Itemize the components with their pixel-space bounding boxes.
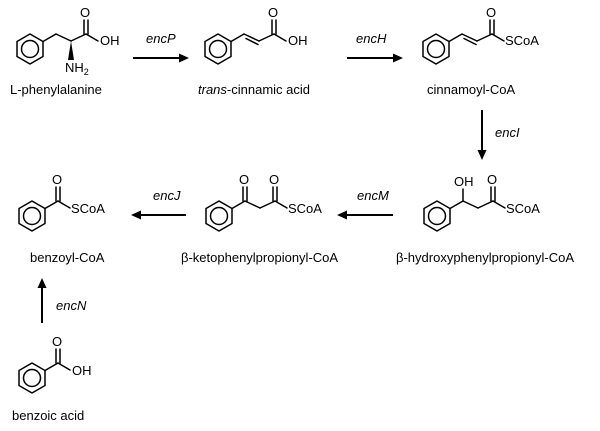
enzyme-label-encP: encP	[146, 31, 176, 46]
carbonyl-oxygen-label: O	[239, 172, 249, 187]
arrow-encM	[337, 210, 393, 220]
compound-label-cinnamoyl-coa: cinnamoyl-CoA	[427, 82, 515, 97]
hydroxyl-label: OH	[100, 33, 120, 48]
carbonyl-oxygen-label: O	[52, 334, 62, 349]
amine-label: NH2	[65, 60, 89, 77]
beta-hydroxyphenylpropionyl-coa-structure: OH O SCoA	[423, 172, 540, 232]
enzyme-label-encH: encH	[356, 31, 387, 46]
cinnamoyl-coa-structure: O SCoA	[422, 5, 539, 65]
arrow-encP	[133, 53, 189, 63]
carbonyl-oxygen-label: O	[52, 172, 62, 187]
scoa-label: SCoA	[506, 201, 540, 216]
compound-label-benzoyl-coa: benzoyl-CoA	[30, 250, 105, 265]
enzyme-label-encM: encM	[357, 188, 389, 203]
benzoyl-coa-structure: O SCoA	[18, 172, 105, 232]
carbonyl-oxygen-label: O	[487, 172, 497, 187]
scoa-label: SCoA	[71, 201, 105, 216]
compound-label-trans-cinnamic-acid: trans-cinnamic acid	[198, 82, 310, 97]
hydroxyl-label: OH	[288, 33, 308, 48]
enzyme-label-encI: encI	[495, 125, 520, 140]
hydroxyl-label: OH	[454, 174, 474, 189]
enzyme-label-encJ: encJ	[153, 188, 181, 203]
carbonyl-oxygen-label: O	[486, 5, 496, 20]
compound-label-benzoic-acid: benzoic acid	[12, 408, 84, 423]
arrow-encI	[477, 110, 487, 160]
compound-label-beta-ketophenylpropionyl-coa: β-ketophenylpropionyl-CoA	[181, 250, 338, 265]
scoa-label: SCoA	[505, 33, 539, 48]
carbonyl-oxygen-label: O	[80, 5, 90, 20]
trans-cinnamic-acid-structure: O OH	[204, 5, 308, 65]
hydroxyl-label: OH	[72, 363, 92, 378]
arrow-encJ	[131, 210, 186, 220]
enzyme-label-encN: encN	[56, 298, 87, 313]
l-phenylalanine-structure: O OH NH2	[16, 5, 120, 77]
arrow-encN	[37, 278, 47, 323]
carbonyl-oxygen-label: O	[268, 5, 278, 20]
compound-label-l-phenylalanine: L-phenylalanine	[10, 82, 102, 97]
compound-label-beta-hydroxyphenylpropionyl-coa: β-hydroxyphenylpropionyl-CoA	[396, 250, 574, 265]
benzoic-acid-structure: O OH	[18, 334, 92, 394]
carbonyl-oxygen-label: O	[269, 172, 279, 187]
arrow-encH	[347, 53, 403, 63]
beta-ketophenylpropionyl-coa-structure: O O SCoA	[205, 172, 322, 232]
scoa-label: SCoA	[288, 201, 322, 216]
